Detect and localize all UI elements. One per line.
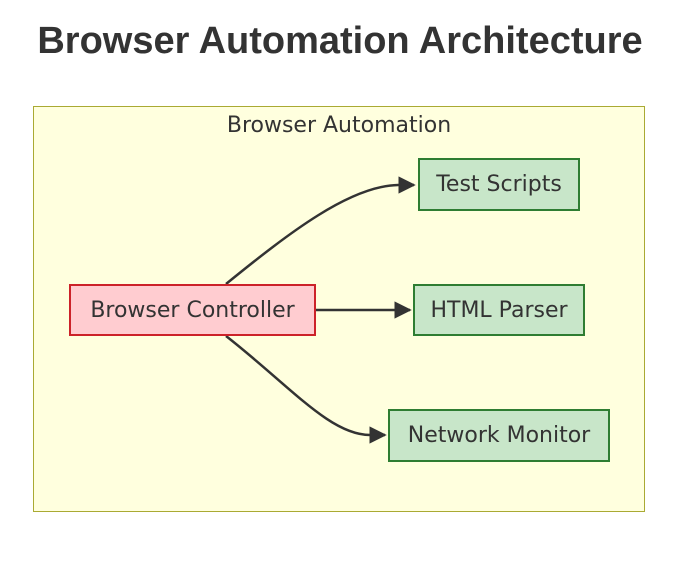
node-html-parser[interactable]: HTML Parser bbox=[413, 284, 585, 336]
node-label: Test Scripts bbox=[436, 172, 562, 197]
node-test-scripts[interactable]: Test Scripts bbox=[418, 158, 580, 211]
node-label: Network Monitor bbox=[407, 423, 591, 448]
cluster-label: Browser Automation bbox=[226, 113, 452, 138]
node-browser-controller[interactable]: Browser Controller bbox=[69, 284, 316, 336]
node-network-monitor[interactable]: Network Monitor bbox=[388, 409, 610, 462]
node-label: Browser Controller bbox=[90, 297, 295, 323]
diagram-title: Browser Automation Architecture bbox=[37, 20, 643, 62]
edge-controller-to-test-scripts bbox=[225, 176, 416, 285]
node-label: HTML Parser bbox=[430, 297, 568, 323]
edge-controller-to-network-monitor bbox=[225, 335, 387, 444]
